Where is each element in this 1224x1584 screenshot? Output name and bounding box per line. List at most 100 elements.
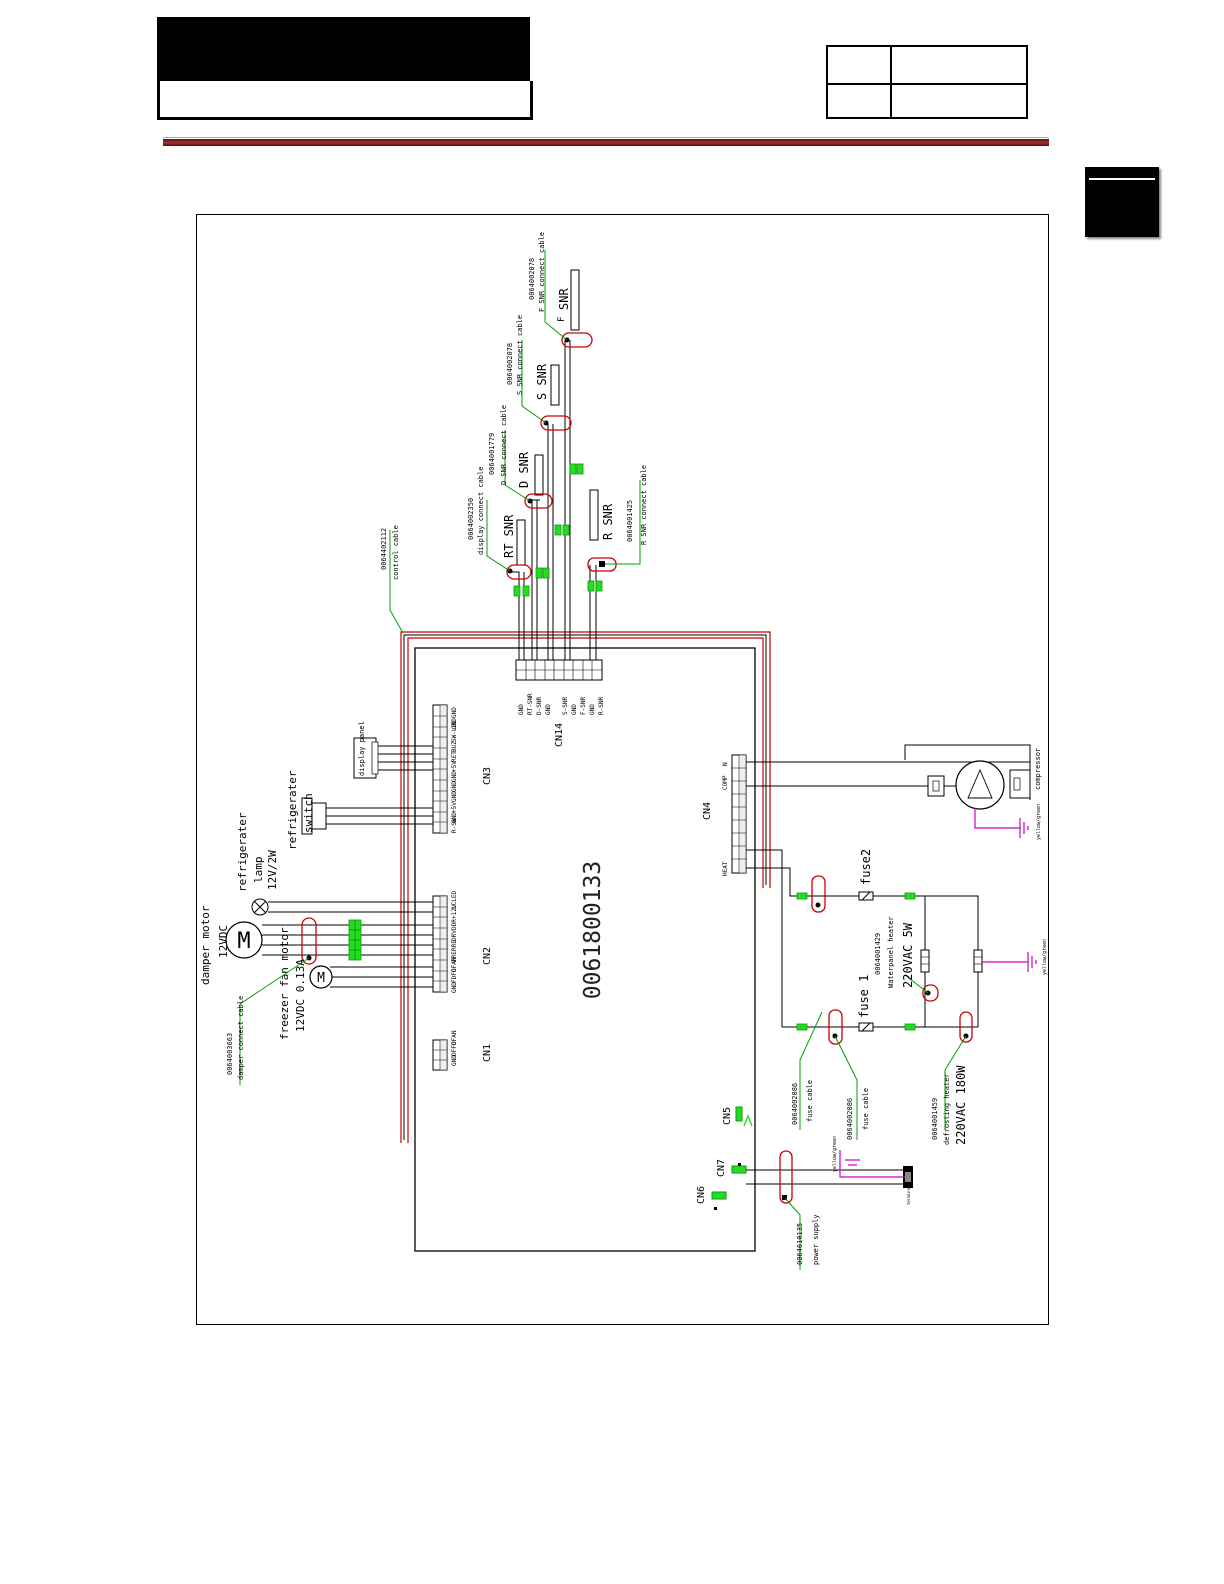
fuse2-icon	[858, 891, 874, 901]
defrost-leader	[944, 1035, 967, 1130]
compressor-icon	[927, 760, 1031, 810]
cn3-pin-2: GND	[451, 718, 458, 729]
defrost-code: 0064001459	[931, 1098, 939, 1140]
ref-lamp-label-3: 12V/2W	[266, 850, 279, 890]
rt-snr-label: RT SNR	[502, 514, 516, 558]
fuse-cable-b-name: fuse cable	[862, 1088, 870, 1130]
damper-motor-symbol: M	[237, 929, 250, 954]
header-rule-highlight	[163, 137, 1049, 138]
defrost-ground	[982, 952, 1037, 972]
cn14-pin-1: GND	[518, 704, 525, 715]
cn14-pin-5: S-SNR	[562, 697, 569, 715]
cn5-label: CN5	[722, 1107, 733, 1125]
fuse-cable-leaders	[799, 1011, 858, 1140]
freezer-fan-label-1: freezer fan motor	[278, 927, 291, 1040]
damper-motor-label-2: 12VDC	[217, 925, 230, 958]
rt-snr-sensor	[506, 519, 532, 580]
s-cable-name: S SNR connect cable	[516, 315, 524, 395]
cn2-pin-2: +12V	[451, 904, 458, 919]
ref-switch-wires	[326, 807, 433, 825]
fuse-cable-a-name: fuse cable	[806, 1080, 814, 1122]
yellow-green-label-3: yellow/green	[832, 1136, 838, 1172]
cn1-connector	[432, 1039, 448, 1071]
power-cable-name: power supply	[812, 1214, 820, 1265]
cn6-connector	[711, 1191, 727, 1210]
cn3-pin-1: GND	[451, 707, 458, 718]
cn4-pin-comp: COMP	[722, 775, 729, 790]
ref-switch-label-2: switch	[302, 793, 315, 833]
ref-lamp-label-2: lamp	[252, 857, 265, 884]
s-cable-code: 0064002078	[506, 343, 514, 385]
defrost-rating: 220VAC 180W	[954, 1065, 968, 1145]
power-cable-leader	[784, 1197, 801, 1270]
power-ground	[839, 1150, 905, 1178]
sensor-wires	[510, 340, 597, 660]
cn14-pin-7: F-SNR	[580, 697, 587, 715]
yellow-green-label-1: yellow/green	[1036, 804, 1042, 840]
cn1-pin-1: DFAN	[451, 1030, 458, 1045]
cn14-pin-2: RT-SNR	[527, 693, 534, 715]
header-rule	[163, 139, 1049, 146]
terminal-label: terminal	[906, 1185, 911, 1205]
power-terminal-icon	[903, 1166, 913, 1188]
ref-switch-label-1: refrigerater	[286, 770, 299, 850]
cn2-pin-8: FDFG	[451, 968, 458, 983]
cn7-connector	[731, 1163, 747, 1174]
water-heater-name: Waterpanel heater	[887, 916, 895, 988]
compressor-ground	[974, 808, 1029, 838]
cn3-connector	[432, 704, 448, 834]
f-cable-code: 0064002078	[528, 258, 536, 300]
f-cable-name: F SNR connect cable	[538, 232, 546, 312]
fuse2-cable-mark	[811, 875, 826, 913]
cn1-pin-3: GND	[451, 1055, 458, 1066]
section-tab	[1085, 167, 1159, 237]
cn2-pin-7: DFAN	[451, 957, 458, 972]
d-cable-code: 0064001779	[488, 433, 496, 475]
d-cable-name: D SNR connect cable	[500, 405, 508, 485]
yellow-green-label-2: yellow/green	[1042, 939, 1048, 975]
heater-green-connectors	[796, 892, 916, 1031]
display-panel-wires	[378, 745, 433, 771]
cn3-pin-7: GND	[451, 771, 458, 782]
defrost-heater-icon	[973, 949, 983, 973]
fuse1-icon	[858, 1022, 874, 1032]
cn3-pin-10: +5V	[451, 802, 458, 813]
cn14-pin-4: GND	[545, 704, 552, 715]
cn14-pin-8: GND	[589, 704, 596, 715]
diagram-frame	[196, 214, 1049, 1325]
cn2-connector	[432, 895, 448, 993]
cn3-pin-4: BUZ	[451, 741, 458, 752]
display-cable-name: display connect cable	[477, 466, 485, 555]
fuse-cable-a-code: 0064002086	[791, 1083, 799, 1125]
r-snr-label: R SNR	[601, 503, 615, 540]
d-snr-label: D SNR	[517, 451, 531, 488]
cn3-label: CN3	[482, 767, 493, 785]
cn2-pin-3: DDR	[451, 919, 458, 930]
cn2-label: CN2	[482, 947, 493, 965]
damper-motor-label-1: damper motor	[199, 905, 212, 985]
cn2-pin-6: FRE	[451, 951, 458, 962]
display-panel	[353, 737, 379, 779]
cn14-pin-labels: GND RT-SNR D-SNR GND S-SNR GND F-SNR GND…	[518, 693, 605, 715]
r-cable-code: 0064001425	[626, 500, 634, 542]
cn2-pin-4: DRV	[451, 930, 458, 941]
control-cable-code: 0064402112	[380, 528, 388, 570]
water-heater-cable-mark	[922, 984, 939, 1002]
damper-cable-name: damper connect cable	[237, 996, 245, 1080]
cn14-pin-3: D-SNR	[536, 697, 543, 715]
board-id: 0061800133	[580, 861, 606, 999]
cn7-label: CN7	[716, 1159, 727, 1177]
cn4-pin-labels: N COMP HEAT	[722, 762, 729, 876]
power-cable-mark	[779, 1150, 793, 1204]
water-heater-leader	[904, 974, 929, 994]
header-info-table	[826, 45, 1028, 119]
refrigerator-lamp-icon	[251, 898, 269, 916]
control-cable-harness	[400, 631, 771, 1143]
freezer-fan-motor-symbol: M	[317, 971, 325, 986]
cn14-pin-6: GND	[571, 704, 578, 715]
r-cable-name: R SNR connect cable	[640, 465, 648, 545]
sensor-label-leaders	[389, 250, 641, 634]
d-snr-sensor	[524, 454, 553, 509]
cn4-label: CN4	[702, 802, 713, 820]
